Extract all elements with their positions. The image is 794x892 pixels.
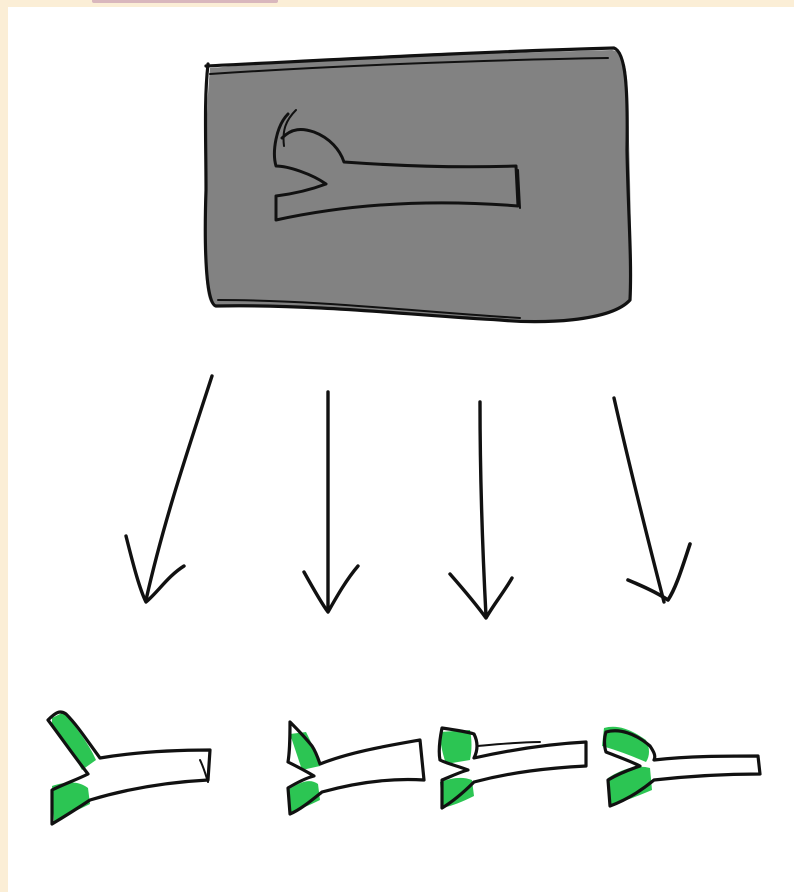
variant-3-highlight-upper: [440, 730, 472, 764]
arrow-4: [614, 398, 690, 602]
arrows: [126, 376, 690, 618]
variant-part-3: [439, 728, 586, 808]
variant-part-1: [48, 712, 210, 824]
variant-3-retrace: [478, 742, 540, 746]
source-block: [205, 48, 631, 322]
block-fill: [205, 50, 631, 322]
arrow-1: [126, 376, 212, 602]
variant-3-highlight-lower: [440, 778, 474, 808]
variant-part-4: [602, 727, 760, 806]
variant-part-2: [288, 722, 424, 814]
arrow-3: [450, 402, 512, 618]
arrow-2: [304, 392, 358, 612]
